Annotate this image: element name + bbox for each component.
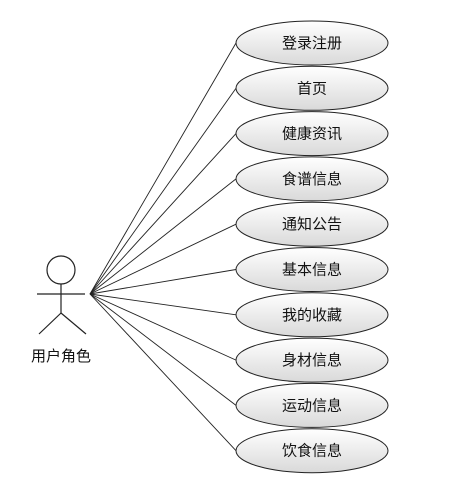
use-case-ellipse [235, 337, 389, 383]
association-line [89, 269, 237, 295]
use-case-label: 登录注册 [282, 34, 342, 52]
association-line [89, 88, 237, 295]
use-case-label: 通知公告 [282, 215, 342, 233]
association-line [89, 293, 237, 406]
association-line [89, 178, 237, 295]
use-case-ellipse [235, 292, 389, 338]
use-case-label: 运动信息 [282, 396, 342, 414]
use-case-ellipse [235, 428, 389, 474]
use-case-6: 基本信息 [235, 247, 389, 292]
use-case-ellipse [235, 201, 389, 247]
use-case-10: 饮食信息 [235, 428, 389, 474]
use-case-ellipse [235, 156, 389, 202]
use-case-ellipse [235, 111, 389, 157]
association-line [89, 133, 237, 295]
use-case-label: 饮食信息 [282, 442, 342, 460]
use-case-3: 健康资讯 [235, 111, 389, 157]
use-case-ellipse [235, 65, 389, 111]
association-line [89, 42, 237, 295]
use-case-4: 食谱信息 [235, 156, 389, 202]
use-case-7: 我的收藏 [235, 292, 389, 338]
use-case-label: 我的收藏 [282, 306, 342, 324]
use-case-ellipse [235, 20, 389, 66]
use-case-5: 通知公告 [235, 201, 389, 247]
use-case-8: 身材信息 [235, 337, 389, 383]
use-case-1: 登录注册 [235, 20, 389, 66]
actor-label: 用户角色 [31, 347, 91, 365]
use-case-9: 运动信息 [235, 382, 389, 428]
association-line [89, 293, 237, 361]
association-line [89, 293, 237, 316]
association-lines [89, 42, 237, 452]
association-line [89, 223, 237, 295]
use-case-label: 基本信息 [282, 261, 342, 279]
use-case-ellipse [235, 382, 389, 428]
use-case-label: 健康资讯 [282, 125, 342, 143]
actor: 用户角色 [31, 255, 91, 365]
use-case-2: 首页 [235, 65, 389, 111]
use-case-label: 身材信息 [282, 351, 342, 369]
use-case-ellipse [235, 247, 389, 292]
use-case-label: 食谱信息 [282, 170, 342, 188]
use-case-label: 首页 [297, 79, 327, 97]
stick-figure-actor-icon [37, 255, 87, 335]
association-line [89, 293, 237, 452]
